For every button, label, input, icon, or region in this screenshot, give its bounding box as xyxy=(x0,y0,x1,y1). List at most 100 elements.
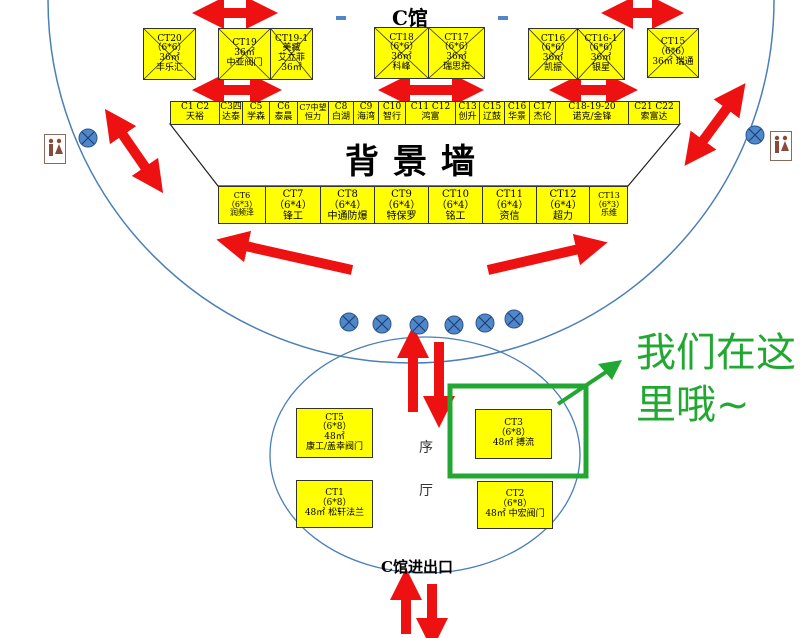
cell-name: 创升 xyxy=(458,112,477,122)
cell-name: 达泰 xyxy=(221,112,240,122)
cell-code: C13 xyxy=(458,102,477,113)
booth-line: 36㎡ 瑞通 xyxy=(652,56,694,67)
booth-line: （6*8） xyxy=(498,499,532,510)
strip-cell-ct12[interactable]: CT12 （6*4） 超力 xyxy=(537,187,589,223)
cell-code: CT11 xyxy=(495,188,524,200)
cell-code: C6 xyxy=(277,102,290,113)
strip-cell-c15[interactable]: C15 辽鼓 xyxy=(480,102,504,124)
booth-line: （6*6） xyxy=(152,43,187,54)
cell-divider xyxy=(219,102,220,124)
booth-line: CT3 xyxy=(504,418,523,429)
strip-cell-c21-c22[interactable]: C21 C22 索富达 xyxy=(629,102,679,124)
cell-size: （6*4） xyxy=(274,199,312,211)
flow-arrows xyxy=(104,0,746,638)
strip-cell-ct8[interactable]: CT8 （6*4） 中通防爆 xyxy=(321,187,374,223)
cell-name: 锋工 xyxy=(283,210,303,222)
booth-line: CT20 xyxy=(157,33,182,44)
cell-divider xyxy=(482,187,483,223)
strip-cell-ct7[interactable]: CT7 （6*4） 锋工 xyxy=(266,187,320,223)
booth-ct18[interactable]: CT18 （6*6） 36㎡ 科峰 xyxy=(374,27,429,79)
restroom-icon-left xyxy=(44,134,66,164)
cell-divider xyxy=(455,102,456,124)
booth-ct15[interactable]: CT15 （6*6） 36㎡ 瑞通 xyxy=(647,28,699,78)
strip-cell-ct13[interactable]: CT13 （6*3） 乐维 xyxy=(590,187,628,223)
cell-name: 乐维 xyxy=(601,208,617,218)
booth-ct2[interactable]: CT2 （6*8） 48㎡ 中宏阀门 xyxy=(477,481,553,529)
booth-ct17[interactable]: CT17 （6*6） 36㎡ 瑞思拓 xyxy=(428,27,485,79)
cell-divider xyxy=(269,102,270,124)
cell-divider xyxy=(529,102,530,124)
arrow-side-right xyxy=(684,83,746,166)
column-6 xyxy=(504,309,524,329)
booth-ct19[interactable]: CT19 36㎡ 中亚阀门 xyxy=(218,28,271,80)
cell-name: 诺克/金锋 xyxy=(572,112,612,122)
cell-divider xyxy=(589,187,590,223)
booth-line: 丰乐汇 xyxy=(155,62,183,73)
cell-size: （6*3） xyxy=(593,199,625,209)
strip-cell-c16[interactable]: C16 华景 xyxy=(505,102,529,124)
cell-name: 索富达 xyxy=(640,112,668,122)
cell-code: CT12 xyxy=(549,188,577,200)
strip-cell-c3[interactable]: C3四 达泰 xyxy=(220,102,242,124)
booth-line: CT19-1 xyxy=(274,33,309,44)
strip-cell-ct11[interactable]: CT11 （6*4） 资信 xyxy=(483,187,536,223)
strip-cell-c8[interactable]: C8 白湖 xyxy=(329,102,353,124)
strip-cell-c18-19-20[interactable]: C18-19-20 诺克/金锋 xyxy=(556,102,628,124)
cell-code: CT13 xyxy=(598,190,620,200)
columns xyxy=(78,125,765,335)
column-3 xyxy=(409,315,429,335)
cell-name: 恒力 xyxy=(305,112,321,121)
cell-divider xyxy=(479,102,480,124)
strip-cell-c13[interactable]: C13 创升 xyxy=(456,102,479,124)
cell-divider xyxy=(374,187,375,223)
booth-ct19-1[interactable]: CT19-1 美臧 艾立菲 36㎡ xyxy=(270,28,313,80)
column-2 xyxy=(372,314,392,334)
booth-line: 36㎡ xyxy=(159,53,180,63)
cell-code: C7中望 xyxy=(299,103,327,113)
booth-line: 48㎡ 搏流 xyxy=(492,437,535,448)
cell-name: 资信 xyxy=(499,210,520,222)
booth-ct3[interactable]: CT3 （6*8） 48㎡ 搏流 xyxy=(475,409,552,459)
strip-cell-c11-c12[interactable]: C11 C12 鸿富 xyxy=(406,102,455,124)
strip-cell-ct9[interactable]: CT9 （6*4） 特保罗 xyxy=(375,187,428,223)
cell-code: C21 C22 xyxy=(634,102,674,113)
strip-cell-c5[interactable]: C5 学森 xyxy=(243,102,269,124)
cell-code: C10 xyxy=(382,102,402,113)
strip-cell-c9[interactable]: C9 海湾 xyxy=(354,102,378,124)
cell-name: 超力 xyxy=(553,210,573,222)
booth-line: CT2 xyxy=(505,489,525,500)
strip-cell-c1-c2[interactable]: C1 C2 天裕 xyxy=(171,102,219,124)
cell-name: 特保罗 xyxy=(386,210,417,222)
booth-line: （6*6） xyxy=(384,42,419,53)
strip-cell-c17[interactable]: C17 杰伦 xyxy=(530,102,555,124)
cell-name: 中通防爆 xyxy=(327,210,368,222)
strip-cell-c6[interactable]: C6 泰晨 xyxy=(270,102,297,124)
booth-line: 艾立菲 xyxy=(277,53,305,63)
upper-booth-strip: C1 C2 天裕 C3四 达泰 C5 学森 C6 泰晨 C7中望 恒力 C8 白… xyxy=(170,101,680,125)
cell-code: CT8 xyxy=(337,188,358,200)
annotation-line-2: 里哦~ xyxy=(636,382,750,428)
cell-divider xyxy=(320,187,321,223)
cell-code: C1 C2 xyxy=(180,102,210,113)
strip-cell-ct6[interactable]: CT6 （6*3） 润频泽 xyxy=(219,187,265,223)
highlight-pointer xyxy=(556,366,614,406)
booth-line: 中亚阀门 xyxy=(226,57,263,68)
strip-cell-ct10[interactable]: CT10 （6*4） 铭工 xyxy=(429,187,482,223)
booth-line: CT19 xyxy=(232,38,257,49)
booth-ct5[interactable]: CT5 （6*8） 48㎡ 康工/盖幸阀门 xyxy=(296,408,373,458)
cell-code: C9 xyxy=(359,102,373,113)
booth-line: （6*6） xyxy=(536,43,570,54)
cell-name: 鸿富 xyxy=(421,112,440,122)
booth-ct20[interactable]: CT20 （6*6） 36㎡ 丰乐汇 xyxy=(143,28,196,80)
highlight-pointer-head xyxy=(598,360,622,380)
booth-ct1[interactable]: CT1 （6*8） 48㎡ 松轩法兰 xyxy=(296,480,373,528)
booth-line: 36㎡ xyxy=(391,52,412,62)
strip-cell-c10[interactable]: C10 智行 xyxy=(379,102,405,124)
booth-ct16-1[interactable]: CT16-1 （6*6） 36㎡ 银星 xyxy=(577,28,625,80)
booth-line: CT16 xyxy=(540,33,566,44)
booth-line: CT15 xyxy=(660,37,686,48)
cell-name: 润频泽 xyxy=(230,208,254,218)
column-right xyxy=(745,125,765,145)
booth-ct16[interactable]: CT16 （6*6） 36㎡ 凯振 xyxy=(528,28,578,80)
strip-cell-c7[interactable]: C7中望 恒力 xyxy=(298,102,328,124)
